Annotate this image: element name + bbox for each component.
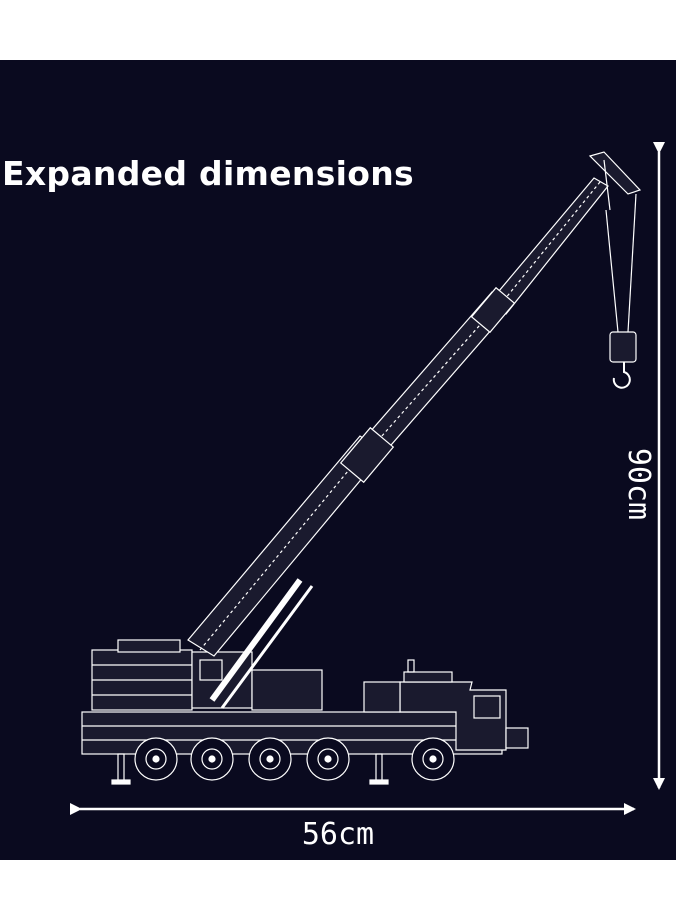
heading: Expanded dimensions bbox=[2, 154, 414, 193]
width-dimension-label: 56cm bbox=[301, 817, 375, 852]
cab bbox=[399, 681, 507, 751]
height-dimension-label: 90cm bbox=[621, 447, 656, 521]
crane bbox=[81, 151, 642, 785]
boom-upper-section bbox=[487, 177, 609, 315]
outrigger-left bbox=[117, 753, 125, 783]
wheel bbox=[248, 737, 292, 781]
wheel bbox=[411, 737, 455, 781]
wheel bbox=[306, 737, 350, 781]
outrigger-right bbox=[375, 753, 383, 783]
product-image-panel: Expanded dimensions bbox=[0, 60, 676, 860]
hoist-rope bbox=[605, 209, 619, 333]
crane-illustration bbox=[70, 142, 665, 815]
hook-block bbox=[609, 331, 637, 363]
luffing-cylinder bbox=[209, 578, 303, 702]
wheel bbox=[134, 737, 178, 781]
boom-head bbox=[588, 151, 642, 195]
wheels bbox=[134, 737, 455, 781]
wheel bbox=[190, 737, 234, 781]
hook bbox=[612, 362, 631, 389]
